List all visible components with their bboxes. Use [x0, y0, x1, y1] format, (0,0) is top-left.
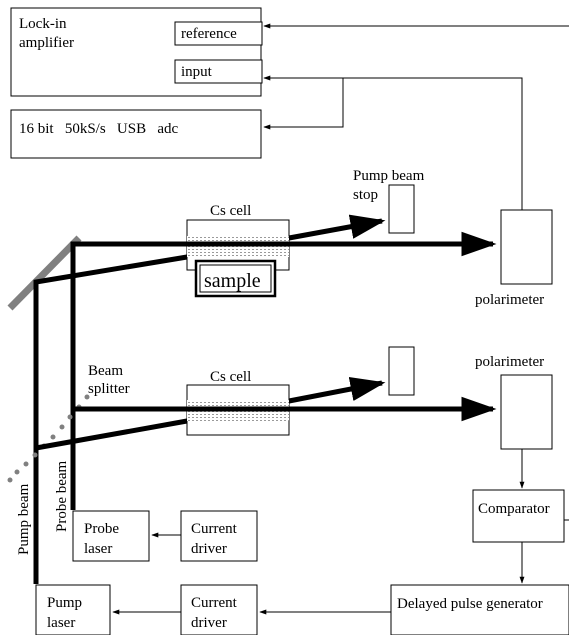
- pump-laser-line1: Pump: [47, 595, 82, 611]
- lower-polarimeter-label: polarimeter: [475, 354, 544, 370]
- input-port: [174, 59, 263, 84]
- upper-polarimeter: [500, 209, 553, 285]
- pump-laser-line2: laser: [47, 615, 75, 631]
- signal-wiring: [263, 23, 569, 210]
- probe-beam-upper: [70, 231, 497, 510]
- pump-current-driver: [180, 584, 258, 635]
- probe-current-driver: [180, 510, 258, 562]
- probe-current-driver-line2: driver: [191, 541, 227, 557]
- comparator-label: Comparator: [478, 501, 550, 517]
- lower-cs-cell-label: Cs cell: [210, 369, 251, 385]
- lower-polarimeter: [500, 374, 553, 450]
- lock-in-amplifier: Lock-in amplifier reference input: [10, 7, 263, 97]
- delayed-pulse-generator: [390, 584, 569, 635]
- adc-label: 16 bit 50kS/s USB adc: [19, 121, 179, 137]
- to-adc-arrow: [263, 78, 344, 130]
- electronics: Comparator Delayed pulse generator Curre…: [35, 449, 569, 635]
- upper-cs-cell-label: Cs cell: [210, 203, 251, 219]
- reference-port: [174, 21, 263, 46]
- probe-laser-line2: laser: [84, 541, 112, 557]
- lower-setup: Cs cell polarimeter Beam splitter: [7, 346, 553, 483]
- upper-setup: Cs cell sample Pump beam stop polarimete…: [7, 168, 553, 584]
- beam-splitter-label-line1: Beam: [88, 363, 123, 379]
- lock-in-title-line2: amplifier: [19, 35, 74, 51]
- pump-beam-stop-label-line1: Pump beam: [353, 168, 425, 184]
- pump-beam-to-stop: [288, 214, 386, 241]
- reference-label: reference: [181, 26, 237, 42]
- pump-beam-to-lower-stop: [288, 376, 386, 404]
- input-label: input: [181, 64, 213, 80]
- pump-beam-label: Pump beam: [16, 483, 32, 555]
- pump-beam-stop-label-line2: stop: [353, 187, 378, 203]
- usb-adc: 16 bit 50kS/s USB adc: [10, 109, 262, 159]
- polarimeter-to-input-arrow: [263, 75, 523, 210]
- beam-splitter-label-line2: splitter: [88, 381, 130, 397]
- pump-laser: [35, 584, 111, 635]
- pump-current-driver-line1: Current: [191, 595, 238, 611]
- lower-pump-beam-stop: [388, 346, 415, 396]
- upper-pump-beam-stop: [388, 184, 415, 234]
- comparator: [472, 489, 565, 543]
- pump-current-driver-line2: driver: [191, 615, 227, 631]
- probe-laser: [72, 510, 150, 562]
- pump-beam-upper: [33, 254, 188, 584]
- probe-laser-line1: Probe: [84, 521, 119, 537]
- delayed-pulse-generator-label: Delayed pulse generator: [397, 596, 543, 612]
- pump-beam-lower: [35, 418, 188, 451]
- upper-polarimeter-label: polarimeter: [475, 292, 544, 308]
- lock-in-title-line1: Lock-in: [19, 16, 67, 32]
- sample-box: [194, 259, 277, 298]
- mirror: [7, 235, 82, 311]
- probe-beam-label: Probe beam: [54, 460, 70, 532]
- sample-label: sample: [204, 270, 261, 292]
- probe-current-driver-line1: Current: [191, 521, 238, 537]
